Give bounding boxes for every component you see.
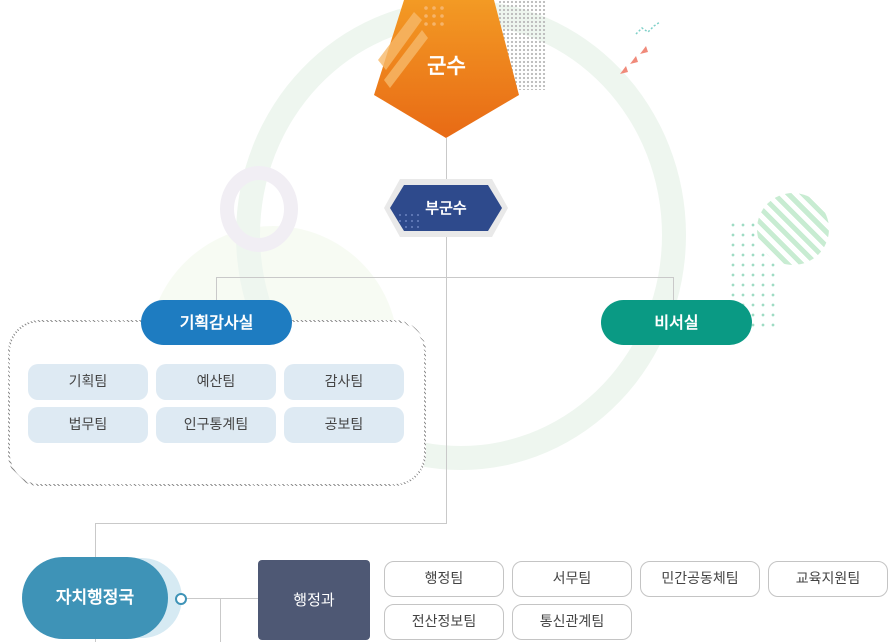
- team-education-support[interactable]: 교육지원팀: [768, 561, 888, 597]
- connector-bureau-dept: [185, 598, 259, 599]
- connector-bureau-below: [95, 636, 96, 642]
- connector-dept-below: [220, 598, 221, 642]
- connector-head-deputy: [446, 138, 447, 182]
- connector-office-branch: [216, 277, 673, 278]
- planning-audit-office-button[interactable]: 기획감사실: [141, 300, 292, 345]
- team-administration[interactable]: 행정팀: [384, 561, 504, 597]
- bureau-connector-dot: [175, 593, 187, 605]
- connector-bureau-branch: [95, 523, 447, 524]
- team-telecom-relations[interactable]: 통신관계팀: [512, 604, 632, 640]
- deputy-label[interactable]: 부군수: [425, 199, 467, 217]
- administration-department-button[interactable]: 행정과: [258, 560, 370, 640]
- connector-deputy-trunk: [446, 234, 447, 524]
- secretary-office-button[interactable]: 비서실: [601, 300, 752, 345]
- team-audit[interactable]: 감사팀: [284, 364, 404, 400]
- team-general-affairs[interactable]: 서무팀: [512, 561, 632, 597]
- team-legal[interactable]: 법무팀: [28, 407, 148, 443]
- bg-zigzag-deco: [620, 21, 661, 74]
- bg-small-ring: [220, 166, 298, 252]
- team-planning[interactable]: 기획팀: [28, 364, 148, 400]
- team-public-relations[interactable]: 공보팀: [284, 407, 404, 443]
- head-pentagon-shape: [374, 0, 519, 138]
- deputy-hexagon-shape: [384, 179, 508, 237]
- connector-planning-drop: [216, 277, 217, 301]
- connector-bureau-drop: [95, 523, 96, 559]
- team-population-statistics[interactable]: 인구통계팀: [156, 407, 276, 443]
- bg-stripe-circle: [757, 193, 829, 265]
- team-it-information[interactable]: 전산정보팀: [384, 604, 504, 640]
- head-label[interactable]: 군수: [427, 54, 466, 78]
- team-civic-community[interactable]: 민간공동체팀: [640, 561, 760, 597]
- planning-team-box: [8, 320, 426, 486]
- connector-secretary-drop: [673, 277, 674, 301]
- team-budget[interactable]: 예산팀: [156, 364, 276, 400]
- autonomous-administration-bureau-button[interactable]: 자치행정국: [22, 557, 168, 639]
